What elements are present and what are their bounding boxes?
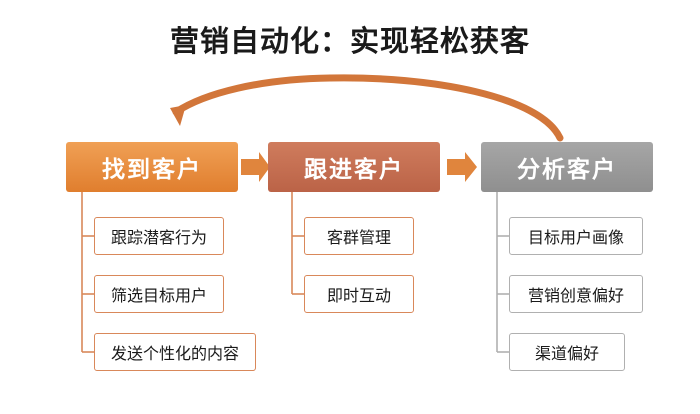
leaf-item[interactable]: 筛选目标用户	[94, 275, 224, 313]
leaf-item[interactable]: 客群管理	[304, 217, 414, 255]
leaf-item[interactable]: 即时互动	[304, 275, 414, 313]
header-box-find-customers[interactable]: 找到客户	[66, 142, 238, 192]
tree-lines-column-3	[496, 192, 509, 353]
arrow-right-icon-1	[241, 152, 270, 182]
tree-lines-column-2	[291, 192, 304, 295]
leaf-item[interactable]: 目标用户画像	[509, 217, 643, 255]
curved-arrow-left-icon	[170, 74, 564, 142]
header-box-follow-customers[interactable]: 跟进客户	[268, 142, 440, 192]
leaf-item[interactable]: 渠道偏好	[509, 333, 625, 371]
tree-lines-column-1	[81, 192, 94, 353]
page-title: 营销自动化：实现轻松获客	[169, 26, 530, 58]
arrow-right-icon-2	[447, 152, 477, 182]
leaf-item[interactable]: 营销创意偏好	[509, 275, 643, 313]
header-box-analyze-customers[interactable]: 分析客户	[481, 142, 653, 192]
leaf-item[interactable]: 发送个性化的内容	[94, 333, 256, 371]
leaf-item[interactable]: 跟踪潜客行为	[94, 217, 224, 255]
